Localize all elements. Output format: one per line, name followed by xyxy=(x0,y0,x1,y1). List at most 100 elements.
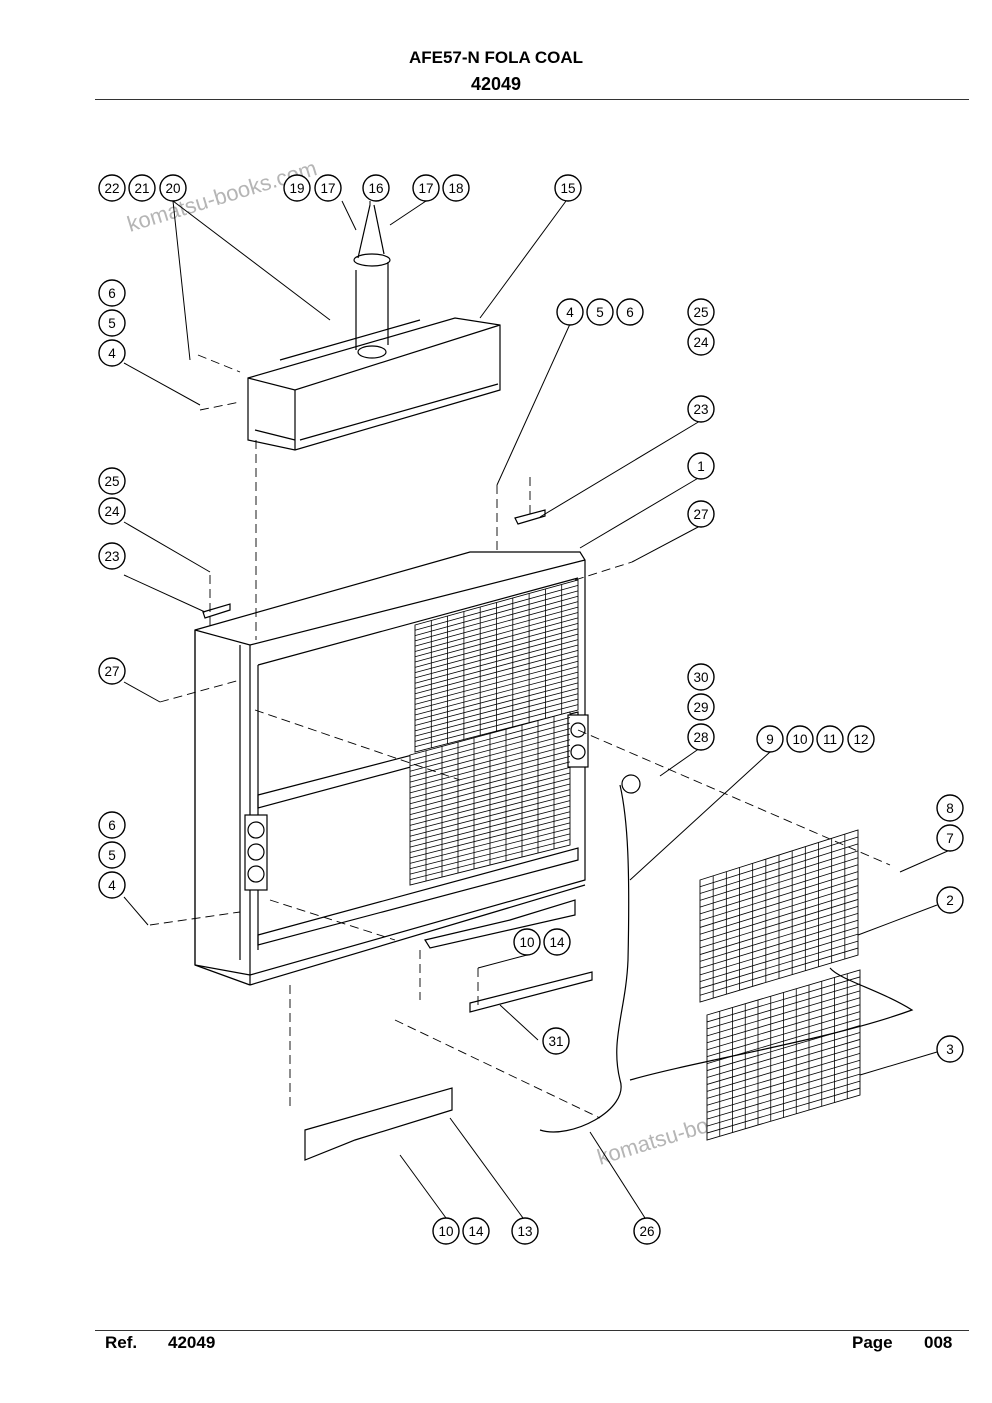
callout-11: 11 xyxy=(816,725,844,753)
leader-lines xyxy=(123,200,951,1219)
callout-19: 19 xyxy=(283,174,311,202)
callout-1: 1 xyxy=(687,452,715,480)
svg-text:23: 23 xyxy=(104,549,119,564)
callout-24a: 24 xyxy=(687,328,715,356)
callout-31: 31 xyxy=(542,1027,570,1055)
footer-ref-value: 42049 xyxy=(168,1333,216,1352)
callout-6c: 6 xyxy=(98,811,126,839)
callout-5a: 5 xyxy=(98,309,126,337)
callout-25b: 25 xyxy=(98,467,126,495)
callout-5b: 5 xyxy=(586,298,614,326)
callout-3: 3 xyxy=(936,1035,964,1063)
svg-text:15: 15 xyxy=(560,181,575,196)
svg-text:11: 11 xyxy=(823,732,837,747)
callout-14a: 14 xyxy=(543,928,571,956)
svg-text:26: 26 xyxy=(639,1224,654,1239)
bottom-plate-part xyxy=(304,1087,453,1161)
svg-text:31: 31 xyxy=(548,1034,563,1049)
svg-text:29: 29 xyxy=(693,700,708,715)
callout-4b: 4 xyxy=(556,298,584,326)
callout-6b: 6 xyxy=(616,298,644,326)
svg-text:3: 3 xyxy=(946,1042,954,1057)
callout-13: 13 xyxy=(511,1217,539,1245)
svg-text:20: 20 xyxy=(165,181,180,196)
callout-5c: 5 xyxy=(98,841,126,869)
svg-text:14: 14 xyxy=(549,935,565,950)
callout-10c: 10 xyxy=(432,1217,460,1245)
svg-text:21: 21 xyxy=(134,181,149,196)
callout-2: 2 xyxy=(936,886,964,914)
svg-text:25: 25 xyxy=(693,305,708,320)
callout-14b: 14 xyxy=(462,1217,490,1245)
callout-26: 26 xyxy=(633,1217,661,1245)
svg-text:30: 30 xyxy=(693,670,708,685)
callout-8: 8 xyxy=(936,794,964,822)
svg-text:5: 5 xyxy=(596,305,604,320)
wire-harness-branch xyxy=(629,967,914,1081)
svg-text:4: 4 xyxy=(108,346,116,361)
top-tank-part xyxy=(247,317,501,451)
svg-text:14: 14 xyxy=(468,1224,484,1239)
svg-text:4: 4 xyxy=(108,878,116,893)
callout-18: 18 xyxy=(442,174,470,202)
svg-text:12: 12 xyxy=(853,732,868,747)
footer-ref-label: Ref. xyxy=(105,1333,138,1352)
svg-text:13: 13 xyxy=(517,1224,532,1239)
callout-28: 28 xyxy=(687,723,715,751)
svg-text:8: 8 xyxy=(946,801,954,816)
callout-30: 30 xyxy=(687,663,715,691)
callout-10a: 10 xyxy=(786,725,814,753)
callout-6a: 6 xyxy=(98,279,126,307)
callout-20: 20 xyxy=(159,174,187,202)
callout-22: 22 xyxy=(98,174,126,202)
svg-text:5: 5 xyxy=(108,316,116,331)
lower-screen-mesh xyxy=(706,973,861,1137)
svg-text:22: 22 xyxy=(104,181,119,196)
svg-text:10: 10 xyxy=(519,935,534,950)
callout-24b: 24 xyxy=(98,497,126,525)
callout-15: 15 xyxy=(554,174,582,202)
upper-core-mesh xyxy=(414,584,579,748)
callout-23a: 23 xyxy=(687,395,715,423)
callout-21: 21 xyxy=(128,174,156,202)
filler-neck xyxy=(353,204,391,350)
svg-text:28: 28 xyxy=(693,730,708,745)
callout-9: 9 xyxy=(756,725,784,753)
svg-text:6: 6 xyxy=(108,818,116,833)
svg-text:23: 23 xyxy=(693,402,708,417)
page-code: 42049 xyxy=(470,74,522,94)
svg-text:17: 17 xyxy=(320,181,335,196)
callout-25a: 25 xyxy=(687,298,715,326)
svg-text:24: 24 xyxy=(104,504,120,519)
lower-core-mesh xyxy=(409,716,571,881)
upper-screen-mesh xyxy=(699,834,859,999)
callout-16: 16 xyxy=(362,174,390,202)
page-title: AFE57-N FOLA COAL xyxy=(408,48,584,67)
callout-27b: 27 xyxy=(98,657,126,685)
svg-text:18: 18 xyxy=(448,181,463,196)
svg-text:10: 10 xyxy=(438,1224,453,1239)
header-rule xyxy=(95,99,969,100)
bracket-left xyxy=(202,603,231,619)
svg-text:4: 4 xyxy=(566,305,574,320)
linework xyxy=(194,204,914,1161)
sensor-part xyxy=(621,774,641,794)
svg-text:24: 24 xyxy=(693,335,709,350)
callout-12: 12 xyxy=(847,725,875,753)
footer-page-label: Page xyxy=(852,1333,893,1352)
lower-plate-part xyxy=(469,971,593,1013)
svg-text:6: 6 xyxy=(626,305,634,320)
svg-text:16: 16 xyxy=(368,181,383,196)
svg-text:7: 7 xyxy=(946,831,954,846)
svg-text:19: 19 xyxy=(289,181,304,196)
bracket-right xyxy=(514,509,546,525)
svg-text:1: 1 xyxy=(697,459,705,474)
callout-7: 7 xyxy=(936,824,964,852)
callout-27a: 27 xyxy=(687,500,715,528)
footer-page-value: 008 xyxy=(924,1333,953,1352)
callout-17b: 17 xyxy=(412,174,440,202)
callout-4a: 4 xyxy=(98,339,126,367)
bottom-cover xyxy=(424,899,576,949)
svg-text:27: 27 xyxy=(693,507,708,522)
